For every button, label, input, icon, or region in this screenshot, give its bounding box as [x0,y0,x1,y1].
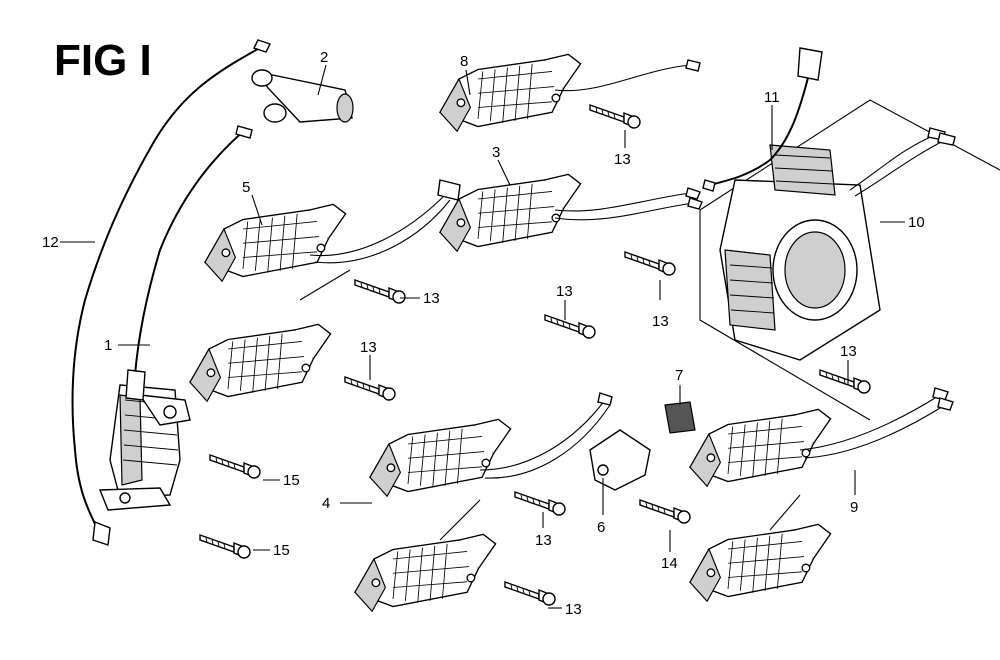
callout-10: 10 [908,214,925,231]
callout-13-d: 13 [652,313,669,330]
callout-3: 3 [492,144,500,161]
callout-13-g: 13 [535,532,552,549]
part-6-bracket [589,429,651,491]
part-9-lower-coil [689,494,832,602]
part-4-coil [369,392,613,497]
part-8-coil [439,53,701,132]
callout-2: 2 [320,49,328,66]
part-4-lower-coil [354,499,497,612]
callout-14: 14 [661,555,678,572]
callout-7: 7 [675,367,683,384]
callout-11: 11 [764,89,780,106]
callout-6: 6 [597,519,605,536]
callout-4: 4 [322,495,330,512]
part-2-plug-cap [251,69,354,123]
callout-13-b: 13 [423,290,440,307]
part-5-coil [204,179,461,282]
part-7-clip [664,401,696,434]
callout-13-h: 13 [565,601,582,618]
callout-9: 9 [850,499,858,516]
part-10-stator [699,99,1000,421]
part-1-ignition-coil [98,125,253,511]
callout-15-a: 15 [283,472,300,489]
callout-1: 1 [104,337,112,354]
figure-title: FIG I [54,36,152,85]
callout-15-b: 15 [273,542,290,559]
part-9-coil [689,387,954,487]
callout-13-a: 13 [614,151,631,168]
callout-13-e: 13 [360,339,377,356]
part-3-coil [439,173,703,252]
leader-lines [60,64,905,609]
part-5-lower-coil [189,269,351,402]
callout-13-f: 13 [840,343,857,360]
callout-12: 12 [42,234,59,251]
callout-5: 5 [242,179,250,196]
callout-labels: 1 2 3 4 5 6 7 8 9 10 11 12 13 13 13 13 1… [42,49,925,618]
part-12-wire [71,39,271,546]
callout-8: 8 [460,53,468,70]
part-11-lead [702,47,823,192]
callout-13-c: 13 [556,283,573,300]
